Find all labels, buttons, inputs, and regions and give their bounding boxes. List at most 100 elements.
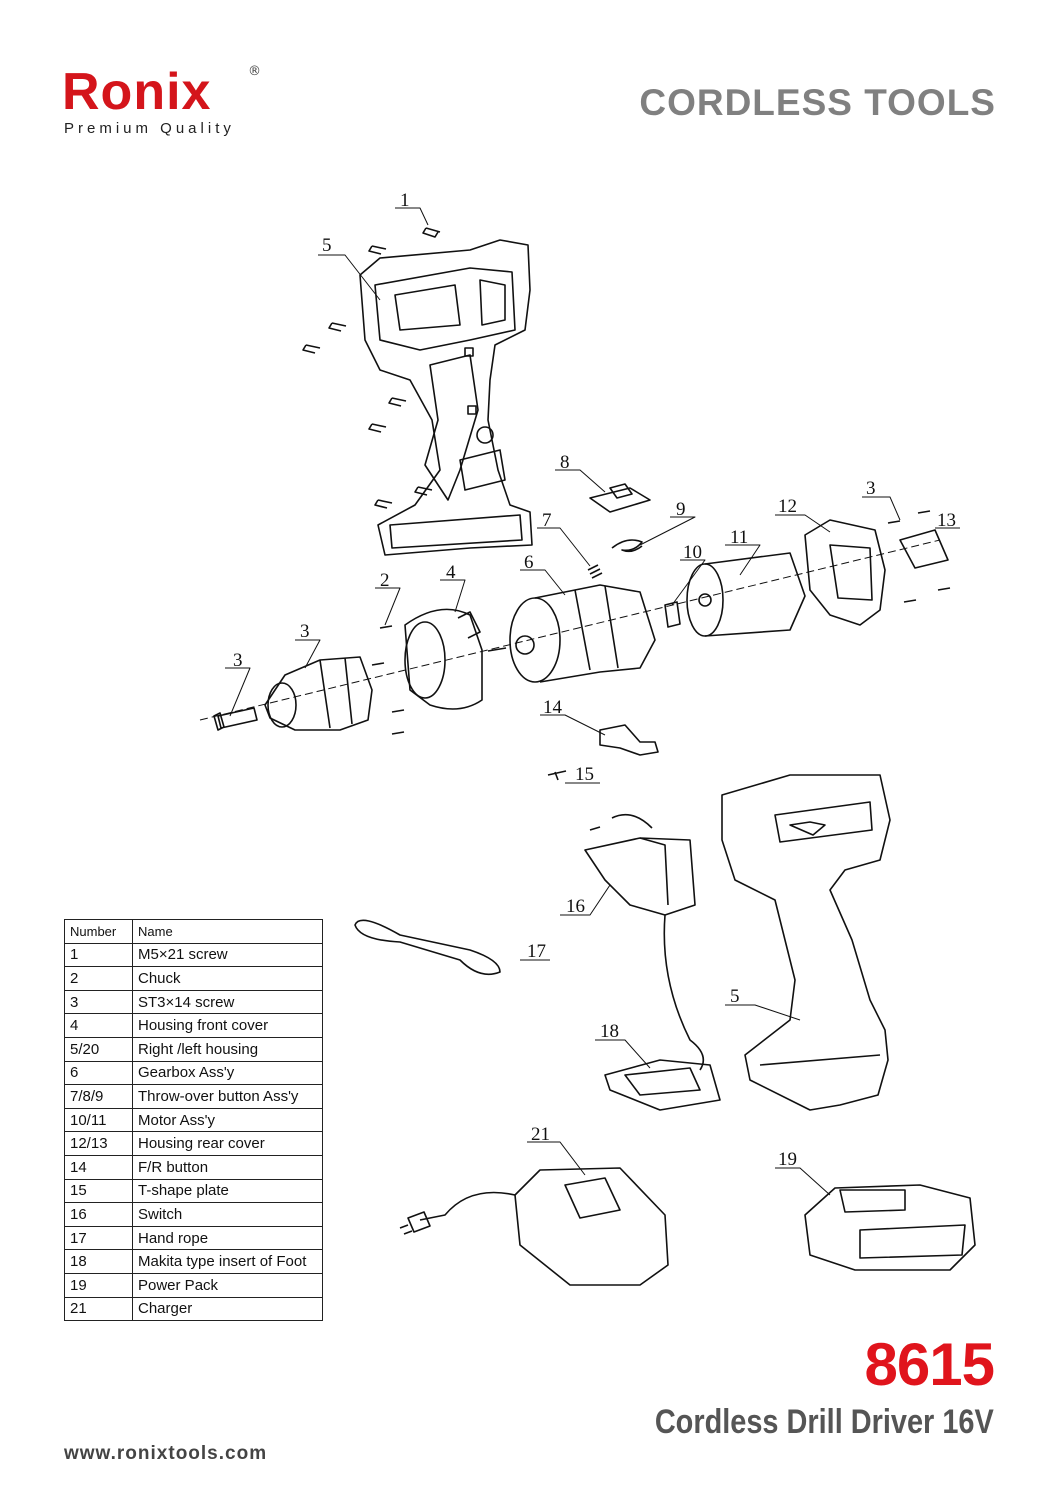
part-number: 2 [64, 966, 133, 991]
part-name: ST3×14 screw [132, 989, 323, 1015]
part-number: 3 [64, 989, 133, 1015]
part-number: 1 [64, 942, 133, 968]
callout-21: 21 [531, 1124, 550, 1145]
callout-16: 16 [566, 896, 585, 917]
callout-8: 8 [560, 452, 570, 473]
foot-insert-part [604, 1059, 721, 1111]
small-spring-part [587, 564, 603, 579]
table-header-row: Number Name [64, 919, 323, 944]
website-link[interactable]: www.ronixtools.com [64, 1443, 268, 1464]
motor-part [686, 552, 806, 637]
gearbox-part [487, 584, 656, 683]
callout-17: 17 [527, 941, 546, 962]
part-number: 21 [64, 1296, 133, 1322]
callout-labels: 1 5 8 9 7 6 4 2 3 3 10 11 12 3 13 14 15 … [233, 190, 956, 1170]
housing-half-part [359, 239, 533, 556]
power-pack-part [804, 1184, 976, 1271]
part-number: 16 [64, 1202, 133, 1227]
model-number: 8615 [864, 1331, 995, 1398]
part-name: Hand rope [132, 1225, 323, 1251]
rear-plate-part [899, 529, 949, 569]
part-name: Motor Ass'y [132, 1107, 323, 1133]
part-name: Power Pack [132, 1272, 323, 1298]
callout-11: 11 [730, 527, 748, 548]
model-title: Cordless Drill Driver 16V [655, 1403, 994, 1441]
hand-rope-part [354, 919, 501, 976]
housing-rear-cover-part [804, 519, 886, 626]
part-name: T-shape plate [132, 1178, 323, 1204]
part-number: 4 [64, 1013, 133, 1038]
part-number: 6 [64, 1060, 133, 1086]
registered-mark: ® [248, 64, 261, 79]
part-name: Housing front cover [132, 1013, 323, 1038]
part-name: Gearbox Ass'y [132, 1060, 323, 1086]
callout-2: 3 [300, 621, 310, 642]
part-name: Switch [132, 1202, 323, 1227]
t-shape-plate-part [547, 770, 567, 781]
callout-13: 13 [937, 510, 956, 531]
column-header-name: Name [132, 919, 323, 944]
part-number: 15 [64, 1178, 133, 1204]
part-name: Throw-over button Ass'y [132, 1084, 323, 1109]
part-name: Makita type insert of Foot [132, 1249, 323, 1274]
callout-18: 18 [600, 1021, 619, 1042]
brand-logo: Ronix ® Premium Quality [62, 64, 262, 144]
part-number: 18 [64, 1249, 133, 1274]
part-name: F/R button [132, 1154, 323, 1180]
part-name: Chuck [132, 966, 323, 991]
column-header-number: Number [64, 919, 133, 944]
part-name: Charger [132, 1296, 323, 1322]
part-number: 19 [64, 1272, 133, 1298]
callout-10: 10 [683, 542, 702, 563]
part-number: 12/13 [64, 1131, 133, 1156]
callout-7: 7 [542, 510, 552, 531]
callout-14: 14 [543, 697, 563, 718]
chuck-part [264, 656, 373, 731]
part-number: 5/20 [64, 1036, 133, 1062]
part-name: M5×21 screw [132, 942, 323, 968]
housing-screws [302, 227, 441, 509]
callout-3: 1 [400, 190, 410, 211]
switch-part [584, 813, 705, 1071]
throw-over-button-part [589, 483, 651, 513]
brand-name: Ronix [62, 63, 212, 121]
callout-19: 19 [778, 1149, 797, 1170]
callout-4: 4 [446, 562, 456, 583]
callout-9: 9 [676, 499, 686, 520]
part-name: Right /left housing [132, 1036, 323, 1062]
callout-3: 2 [380, 570, 390, 591]
callout-15: 15 [575, 764, 594, 785]
spring-part [611, 539, 643, 553]
part-number: 10/11 [64, 1107, 133, 1133]
assembled-housing-part [721, 774, 891, 1111]
part-number: 14 [64, 1154, 133, 1180]
category-heading: CORDLESS TOOLS [639, 82, 996, 123]
housing-front-cover-part [404, 608, 483, 710]
callout-1: 3 [233, 650, 243, 671]
part-name: Housing rear cover [132, 1131, 323, 1156]
brand-tagline: Premium Quality [64, 120, 235, 137]
charger-part [399, 1167, 669, 1286]
chuck-screw-part [213, 707, 258, 731]
callout-5: 5 [322, 235, 332, 256]
motor-gear-part [664, 601, 681, 628]
callout-5: 5 [730, 986, 740, 1007]
fr-button-part [599, 724, 659, 756]
